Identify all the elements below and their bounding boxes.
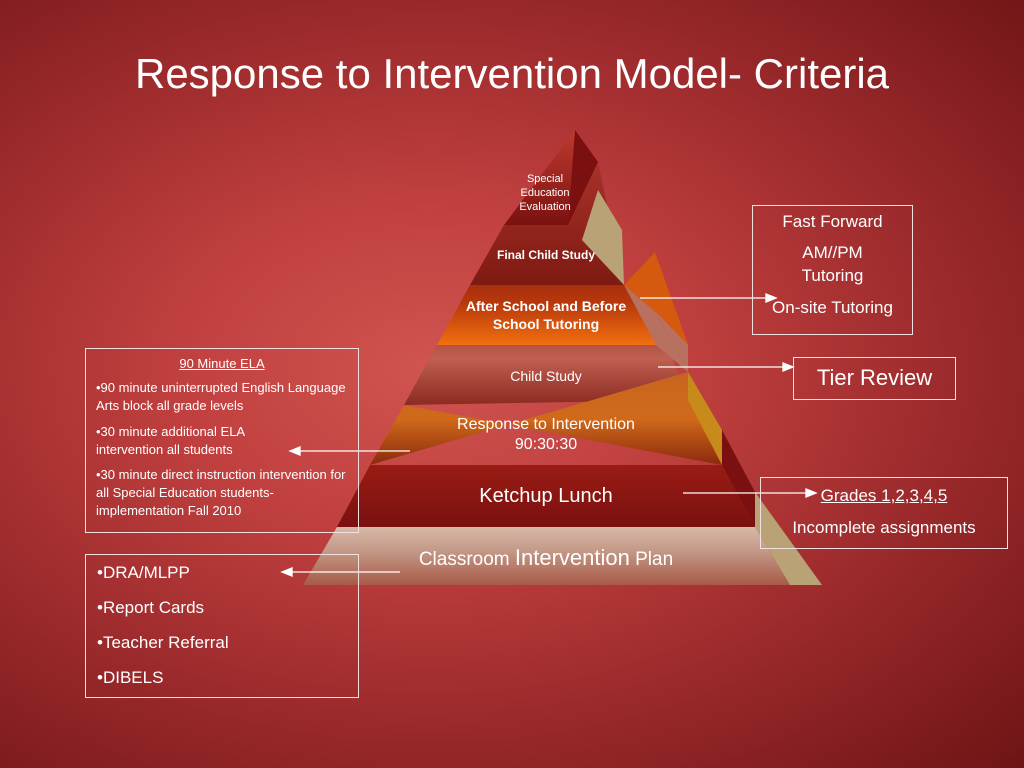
tier-label-rti: Response to Intervention 90:30:30 — [410, 415, 682, 455]
tier-label-special-education: Special Education Evaluation — [519, 173, 571, 213]
tier-label-classroom-part3: Plan — [629, 549, 674, 570]
tier-label-child-study: Child Study — [510, 368, 582, 384]
tier-5-side — [688, 372, 722, 465]
assessment-item: •Teacher Referral — [97, 633, 229, 652]
ela-item: •90 minute uninterrupted English Languag… — [96, 380, 346, 414]
tier-2-face — [470, 162, 624, 285]
tier-label-final-child-study: Final Child Study — [497, 248, 595, 262]
ela-heading: 90 Minute ELA — [179, 356, 265, 371]
tier-label-classroom-part1: Classroom — [418, 549, 515, 570]
assessment-item: •DIBELS — [97, 668, 164, 687]
program-item: On-site Tutoring — [772, 297, 893, 317]
tier-review-label: Tier Review — [816, 365, 933, 390]
program-item: AM//PM Tutoring — [801, 243, 864, 285]
assessment-item: •DRA/MLPP — [97, 563, 190, 582]
tier-review-box: Tier Review — [793, 357, 956, 400]
ela-criteria-box: 90 Minute ELA •90 minute uninterrupted E… — [85, 348, 359, 533]
ketchup-criteria-box: Grades 1,2,3,4,5 Incomplete assignments — [760, 477, 1008, 549]
ketchup-criteria-item: Incomplete assignments — [792, 518, 976, 537]
tier-1-side — [568, 130, 598, 225]
tier-6-face — [337, 465, 755, 527]
ketchup-criteria-item: Grades 1,2,3,4,5 — [820, 486, 948, 505]
tier-4b-side — [624, 285, 688, 372]
ela-item: •30 minute direct instruction interventi… — [96, 466, 346, 519]
slide-title: Response to Intervention Model- Criteria — [134, 50, 890, 97]
tier-label-classroom-part2: Intervention — [514, 545, 630, 570]
tier-4-face — [404, 312, 688, 405]
tier-5-face — [370, 372, 722, 465]
tier-6-side — [722, 430, 755, 527]
ela-item: •30 minute additional ELA intervention a… — [96, 423, 245, 457]
after-school-programs-box: Fast Forward AM//PM Tutoring On-site Tut… — [752, 205, 913, 335]
tier-3-face — [437, 252, 688, 345]
tier-2-side — [582, 190, 624, 285]
tier-7-side — [755, 492, 822, 585]
tier-label-rti-line1: Response to Intervention — [457, 416, 635, 433]
assessment-item: •Report Cards — [97, 598, 205, 617]
tier-label-ketchup-lunch: Ketchup Lunch — [479, 485, 613, 507]
classroom-assessments-box: •DRA/MLPP •Report Cards •Teacher Referra… — [85, 554, 359, 698]
tier-label-after-school: After School and Before School Tutoring — [465, 298, 627, 332]
tier-label-rti-line2: 90:30:30 — [514, 436, 578, 453]
tier-7-face — [303, 527, 790, 585]
tier-label-classroom-plan: Classroom Intervention Plan — [346, 544, 746, 572]
program-item: Fast Forward — [782, 212, 883, 231]
